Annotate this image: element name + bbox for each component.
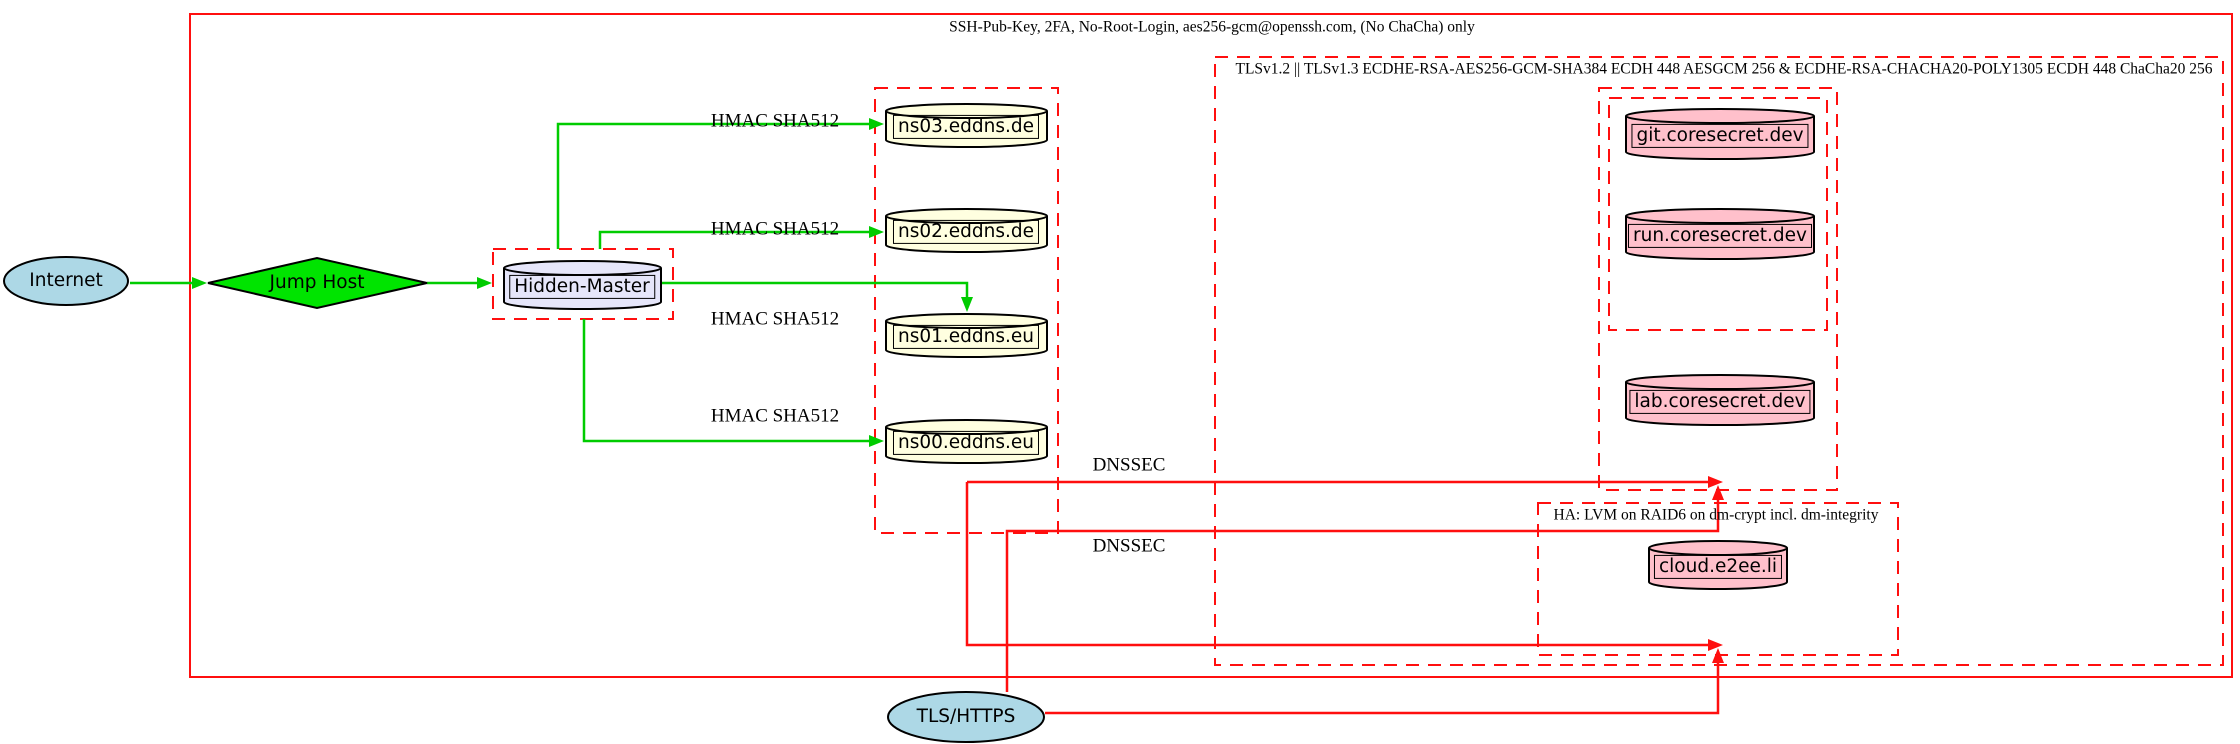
arrowhead-jumphost	[192, 277, 207, 289]
ha-cluster-label: HA: LVM on RAID6 on dm-crypt incl. dm-in…	[1553, 506, 1879, 524]
ns02-label: ns02.eddns.de	[892, 219, 1040, 245]
edge-hiddenmaster-ns03	[556, 122, 869, 249]
ns03-label: ns03.eddns.de	[892, 114, 1040, 140]
edge-hiddenmaster-ns02	[598, 230, 869, 249]
hmac-label-2: HMAC SHA512	[710, 218, 840, 240]
ns02-node	[885, 208, 1048, 253]
coresecret-inner-cluster-box	[1608, 97, 1828, 331]
arrowhead-coresecret-up	[1712, 485, 1724, 500]
internet-label: Internet	[29, 269, 103, 291]
arrowhead-coresecret-right	[1708, 476, 1723, 488]
arrowhead-ha-right	[1708, 639, 1723, 651]
green-arrowheads	[192, 118, 973, 447]
git-rim	[1625, 115, 1815, 124]
arrowhead-ns00	[869, 435, 884, 447]
tls-cluster-label: TLSv1.2 || TLSv1.3 ECDHE-RSA-AES256-GCM-…	[1235, 60, 2213, 78]
ns00-node	[885, 419, 1048, 464]
edge-hiddenmaster-ns00	[582, 319, 869, 443]
hmac-label-4: HMAC SHA512	[710, 405, 840, 427]
dnssec-label-2: DNSSEC	[1092, 535, 1166, 557]
ns00-rim	[885, 426, 1048, 435]
red-arrowheads	[1708, 476, 1724, 663]
cloud-label: cloud.e2ee.li	[1653, 554, 1783, 580]
arrowhead-ns02	[869, 226, 884, 238]
jump-host-node	[207, 256, 428, 310]
edge-hiddenmaster-ns01	[662, 281, 969, 298]
edge-tls-coresecret	[1005, 500, 1720, 692]
internet-node	[3, 256, 129, 306]
ns01-rim	[885, 320, 1048, 329]
ns-cluster-box	[874, 87, 1059, 534]
hidden-master-label: Hidden-Master	[509, 274, 655, 300]
cylinder-nodes	[503, 103, 1815, 590]
ns03-rim	[885, 110, 1048, 119]
ssh-cluster-label: SSH-Pub-Key, 2FA, No-Root-Login, aes256-…	[949, 18, 1475, 36]
arrowhead-ns01	[961, 297, 973, 312]
arrowhead-ns03	[869, 118, 884, 130]
dnssec-label-1: DNSSEC	[1092, 454, 1166, 476]
green-edges	[130, 122, 969, 443]
ns02-rim	[885, 215, 1048, 224]
arrowhead-hiddenmaster	[477, 277, 492, 289]
hmac-label-1: HMAC SHA512	[710, 110, 840, 132]
git-label: git.coresecret.dev	[1631, 123, 1809, 149]
hidden-master-node	[503, 260, 662, 310]
ns01-node	[885, 313, 1048, 358]
jump-host-label: Jump Host	[269, 271, 365, 293]
red-edges	[965, 480, 1720, 715]
ns03-node	[885, 103, 1048, 148]
arrowhead-ha-up	[1712, 648, 1724, 663]
run-rim	[1625, 215, 1815, 224]
lab-rim	[1625, 381, 1815, 390]
tls-https-node	[887, 691, 1045, 743]
run-label: run.coresecret.dev	[1628, 223, 1812, 249]
lab-label: lab.coresecret.dev	[1629, 389, 1811, 415]
cloud-node	[1648, 540, 1788, 590]
ns00-label: ns00.eddns.eu	[892, 430, 1040, 456]
edge-tls-ha	[1045, 663, 1720, 715]
edge-dnssec-lower	[965, 482, 1708, 647]
ssh-cluster-box	[189, 13, 2233, 678]
ns01-label: ns01.eddns.eu	[892, 324, 1040, 350]
tls-https-label: TLS/HTTPS	[916, 705, 1016, 727]
hmac-label-3: HMAC SHA512	[710, 308, 840, 330]
